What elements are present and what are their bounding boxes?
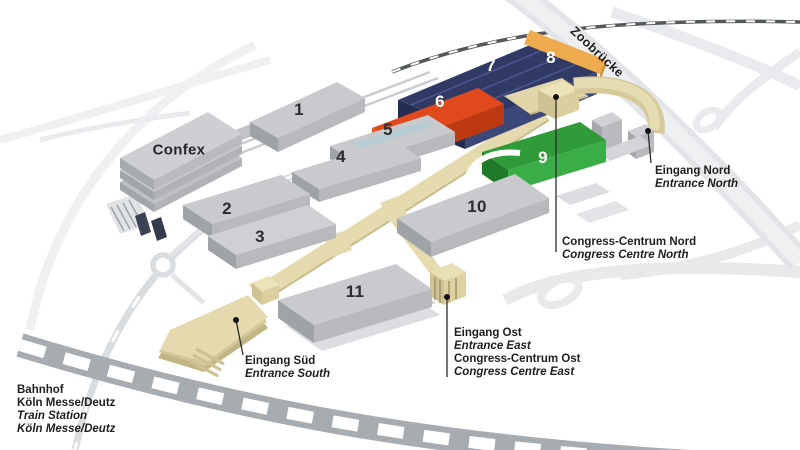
entrance-north-ramp[interactable]	[573, 76, 665, 135]
roundabout	[150, 252, 176, 278]
entrance-south-building[interactable]	[158, 276, 279, 378]
confex-building[interactable]	[120, 112, 242, 212]
callout-entrance-south-line	[233, 317, 244, 356]
callout-congress-nord-line	[553, 94, 559, 252]
callout-entrance-east-line	[444, 294, 450, 377]
hall-3[interactable]	[208, 205, 339, 269]
callout-entrance-north-line	[645, 128, 652, 164]
hall-10[interactable]	[397, 174, 551, 257]
south-railway	[16, 333, 691, 450]
hall-11[interactable]	[278, 264, 440, 351]
congress-centrum-nord-building[interactable]	[504, 78, 589, 119]
flag-markers	[135, 212, 167, 241]
hall-8[interactable]	[524, 30, 606, 80]
hall-2[interactable]	[183, 175, 310, 238]
hall-4[interactable]	[292, 141, 421, 202]
